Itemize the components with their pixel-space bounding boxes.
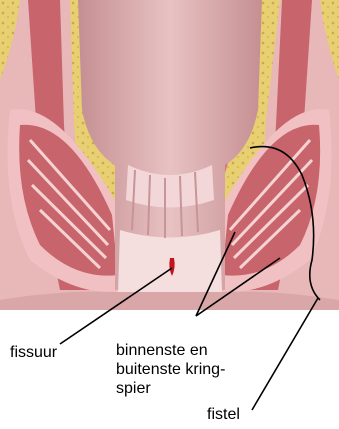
- sphincter-label-line2: buitenste kring-: [116, 360, 225, 379]
- fissure-label: fissuur: [10, 343, 57, 362]
- sphincter-label: binnenste en buitenste kring- spier: [116, 341, 225, 398]
- perineum-skin: [0, 292, 339, 310]
- fistula-leader-line: [252, 298, 318, 410]
- sphincter-label-line1: binnenste en: [116, 341, 225, 360]
- sphincter-label-line3: spier: [116, 379, 225, 398]
- fistula-label: fistel: [207, 405, 240, 424]
